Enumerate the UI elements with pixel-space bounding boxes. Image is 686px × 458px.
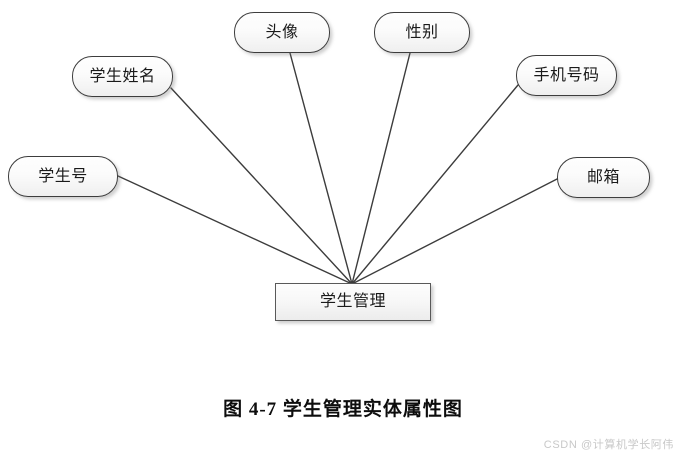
attribute-label: 头像	[265, 23, 299, 41]
attribute-node-email[interactable]: 邮箱	[557, 157, 650, 198]
connector-student-id	[117, 175, 353, 285]
entity-node-student-management[interactable]: 学生管理	[275, 283, 431, 321]
attribute-label: 性别	[405, 23, 439, 41]
attribute-node-student-name[interactable]: 学生姓名	[72, 56, 173, 97]
connector-gender	[351, 52, 411, 285]
attribute-label: 学生姓名	[89, 67, 156, 85]
connector-avatar	[289, 52, 353, 285]
attribute-label: 学生号	[38, 167, 88, 185]
connector-email	[351, 177, 560, 285]
attribute-node-avatar[interactable]: 头像	[234, 12, 330, 53]
attribute-node-student-id[interactable]: 学生号	[8, 156, 118, 197]
connector-student-name	[170, 87, 353, 285]
figure-caption: 图 4-7 学生管理实体属性图	[223, 399, 463, 420]
attribute-node-gender[interactable]: 性别	[374, 12, 470, 53]
csdn-watermark: CSDN @计算机学长阿伟	[543, 439, 674, 451]
connector-phone-number	[351, 84, 519, 285]
attribute-label: 手机号码	[533, 66, 600, 84]
attribute-label: 邮箱	[586, 168, 620, 186]
entity-label: 学生管理	[319, 293, 386, 310]
attribute-node-phone-number[interactable]: 手机号码	[516, 55, 617, 96]
